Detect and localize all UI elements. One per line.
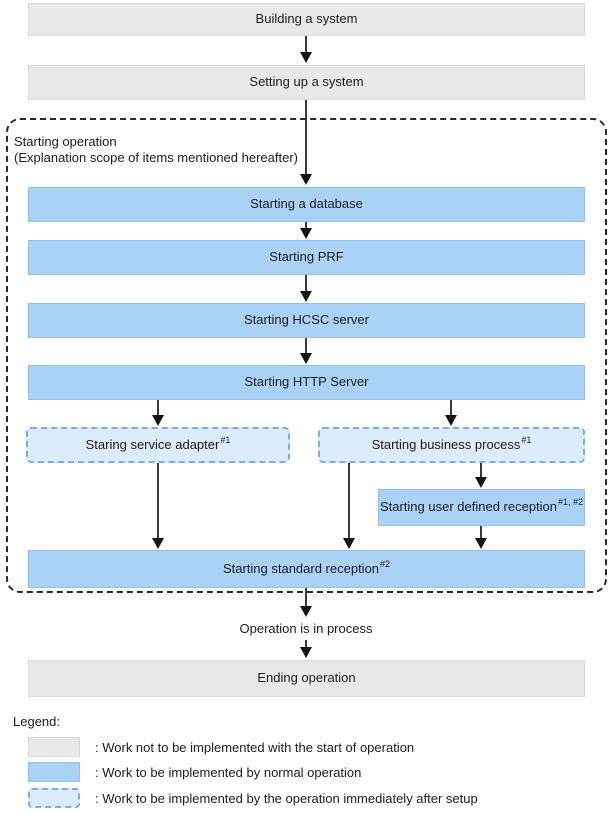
building-system-box: Building a system bbox=[28, 3, 585, 36]
starting-prf-label: Starting PRF bbox=[269, 249, 344, 265]
setting-up-system-box: Setting up a system bbox=[28, 65, 585, 100]
starting-service-adapter-box: Staring service adapter#1 bbox=[26, 427, 290, 463]
starting-database-box: Starting a database bbox=[28, 187, 585, 222]
starting-database-label: Starting a database bbox=[250, 196, 363, 212]
arrow-prf-to-hcsc bbox=[305, 275, 307, 291]
ending-operation-label: Ending operation bbox=[257, 670, 356, 686]
building-system-label: Building a system bbox=[255, 11, 358, 27]
starting-http-server-box: Starting HTTP Server bbox=[28, 365, 585, 400]
starting-standard-reception-box: Starting standard reception#2 bbox=[28, 550, 585, 588]
starting-service-adapter-label: Staring service adapter#1 bbox=[85, 434, 231, 452]
arrow-database-to-prf bbox=[305, 222, 307, 228]
arrow-adapter-to-standard bbox=[157, 463, 159, 538]
legend-row-dashed: : Work to be implemented by the operatio… bbox=[28, 788, 478, 808]
footnote-marker: #1 bbox=[521, 434, 532, 445]
footnote-marker: #2 bbox=[380, 558, 391, 569]
footnote-marker: #1 bbox=[220, 434, 231, 445]
legend-swatch-dashed bbox=[28, 788, 80, 808]
starting-business-process-box: Starting business process#1 bbox=[318, 427, 585, 463]
arrow-hcsc-to-http bbox=[305, 338, 307, 353]
starting-operation-region-label: Starting operation (Explanation scope of… bbox=[14, 134, 298, 166]
arrow-business-to-standard bbox=[348, 463, 350, 538]
arrow-building-to-setting bbox=[305, 36, 307, 52]
arrow-standard-to-operation bbox=[305, 588, 307, 606]
legend-title: Legend: bbox=[13, 714, 60, 729]
setting-up-system-label: Setting up a system bbox=[249, 74, 364, 90]
operation-in-process-label: Operation is in process bbox=[239, 621, 373, 636]
legend-row-blue: : Work to be implemented by normal opera… bbox=[28, 762, 361, 782]
starting-hcsc-server-box: Starting HCSC server bbox=[28, 303, 585, 338]
arrow-operation-to-ending bbox=[305, 640, 307, 647]
arrow-userdef-to-standard bbox=[480, 526, 482, 538]
arrow-setting-to-database bbox=[305, 100, 307, 174]
legend-swatch-gray bbox=[28, 737, 80, 757]
starting-prf-box: Starting PRF bbox=[28, 240, 585, 275]
arrow-http-to-adapter bbox=[157, 400, 159, 415]
legend-label-blue: : Work to be implemented by normal opera… bbox=[95, 764, 362, 780]
arrow-http-to-business bbox=[450, 400, 452, 415]
ending-operation-box: Ending operation bbox=[28, 660, 585, 697]
starting-business-process-label: Starting business process#1 bbox=[371, 434, 532, 452]
legend-label-gray: : Work not to be implemented with the st… bbox=[95, 739, 415, 755]
starting-http-server-label: Starting HTTP Server bbox=[244, 374, 369, 390]
footnote-marker: #1, #2 bbox=[558, 497, 584, 508]
starting-standard-reception-label: Starting standard reception#2 bbox=[222, 558, 391, 576]
arrow-business-to-userdef bbox=[480, 463, 482, 477]
legend-swatch-blue bbox=[28, 762, 80, 782]
legend-label-dashed: : Work to be implemented by the operatio… bbox=[95, 790, 478, 806]
legend-row-gray: : Work not to be implemented with the st… bbox=[28, 737, 414, 757]
starting-user-defined-reception-label: Starting user defined reception#1, #2 bbox=[379, 497, 584, 515]
starting-hcsc-server-label: Starting HCSC server bbox=[244, 312, 369, 328]
starting-user-defined-reception-box: Starting user defined reception#1, #2 bbox=[378, 489, 585, 526]
